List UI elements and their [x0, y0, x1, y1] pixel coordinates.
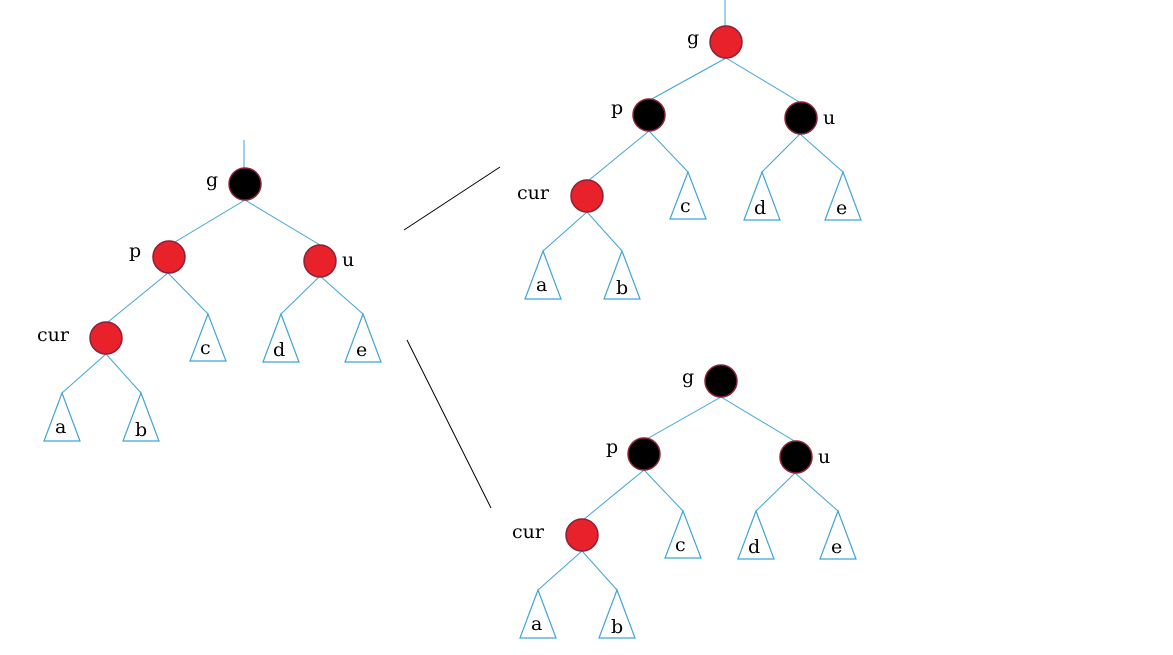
edge-p-cur	[587, 130, 650, 182]
subtree-c-triangle	[189, 312, 227, 362]
subtree-c-triangle	[669, 170, 707, 220]
subtree-a-triangle	[519, 588, 557, 639]
edge-g-u	[244, 199, 321, 246]
subtree-d-label: d	[273, 339, 285, 361]
node-g	[704, 364, 738, 398]
edge-p-c	[167, 272, 209, 315]
subtree-a-triangle	[43, 391, 81, 442]
subtree-a-triangle	[524, 249, 562, 300]
node-u-label: u	[342, 249, 354, 271]
edge-cur-a	[537, 550, 583, 591]
node-cur	[565, 518, 599, 552]
node-cur-label: cur	[517, 182, 550, 204]
edge-g-u	[725, 57, 802, 104]
edge-u-d	[761, 133, 801, 173]
subtree-c-label: c	[200, 337, 211, 359]
node-p-label: p	[129, 240, 141, 262]
edge-g-u	[720, 396, 797, 443]
edge-u-e	[794, 472, 839, 512]
edge-g-p	[644, 396, 722, 441]
node-cur-label: cur	[512, 521, 545, 543]
node-cur-label: cur	[37, 324, 70, 346]
subtree-d-label: d	[754, 197, 766, 219]
edge-p-c	[643, 469, 684, 512]
tree-before: c d e a b g p u cur	[37, 140, 382, 442]
subtree-d-triangle	[743, 170, 781, 221]
node-cur	[89, 321, 123, 355]
subtree-a-label: a	[531, 613, 542, 635]
subtree-d-triangle	[262, 312, 300, 363]
node-u-label: u	[818, 446, 830, 468]
tree-after-top: c d e a b g p u cur	[517, 0, 862, 300]
node-g	[709, 25, 743, 59]
subtree-c-label: c	[675, 534, 686, 556]
edge-cur-b	[586, 211, 623, 252]
subtree-e-triangle	[819, 509, 857, 560]
edge-u-e	[799, 133, 844, 173]
subtree-b-triangle	[603, 249, 641, 300]
node-p	[627, 437, 661, 471]
subtree-e-triangle	[344, 312, 382, 363]
subtree-b-triangle	[598, 588, 636, 639]
subtree-e-label: e	[836, 197, 847, 219]
node-u	[784, 101, 818, 135]
node-u	[303, 244, 337, 278]
node-u-label: u	[823, 107, 835, 129]
edge-u-d	[755, 472, 796, 512]
subtree-d-label: d	[748, 536, 760, 558]
tree-after-bottom: c d e a b g p u cur	[512, 364, 857, 639]
edge-cur-a	[61, 353, 107, 394]
node-p	[152, 240, 186, 274]
edge-cur-a	[542, 211, 588, 252]
node-p-label: p	[606, 436, 618, 458]
node-g-label: g	[682, 366, 694, 388]
arrow-line-to-bottom-tree	[406, 339, 492, 509]
edge-cur-b	[105, 353, 142, 394]
edge-p-cur	[582, 469, 645, 521]
node-cur	[570, 179, 604, 213]
subtree-d-triangle	[737, 509, 775, 560]
node-u	[779, 440, 813, 474]
subtree-a-label: a	[55, 416, 66, 438]
edge-cur-b	[581, 550, 618, 591]
subtree-b-label: b	[616, 277, 628, 299]
edge-u-d	[280, 275, 321, 315]
node-p-label: p	[611, 97, 623, 119]
edge-g-p	[169, 199, 246, 246]
node-p	[632, 98, 666, 132]
edge-g-p	[649, 57, 727, 101]
node-g	[228, 167, 262, 201]
subtree-b-label: b	[611, 616, 623, 638]
subtree-a-label: a	[536, 274, 547, 296]
subtree-c-triangle	[664, 509, 702, 559]
subtree-c-label: c	[680, 195, 691, 217]
edge-p-c	[648, 130, 689, 173]
subtree-e-label: e	[831, 536, 842, 558]
subtree-e-triangle	[824, 170, 862, 221]
subtree-e-label: e	[356, 339, 367, 361]
arrow-line-to-top-tree	[403, 166, 501, 231]
edge-p-cur	[107, 272, 169, 323]
subtree-b-label: b	[135, 419, 147, 441]
subtree-b-triangle	[122, 391, 160, 442]
edge-u-e	[319, 275, 364, 315]
node-g-label: g	[206, 169, 218, 191]
node-g-label: g	[687, 27, 699, 49]
